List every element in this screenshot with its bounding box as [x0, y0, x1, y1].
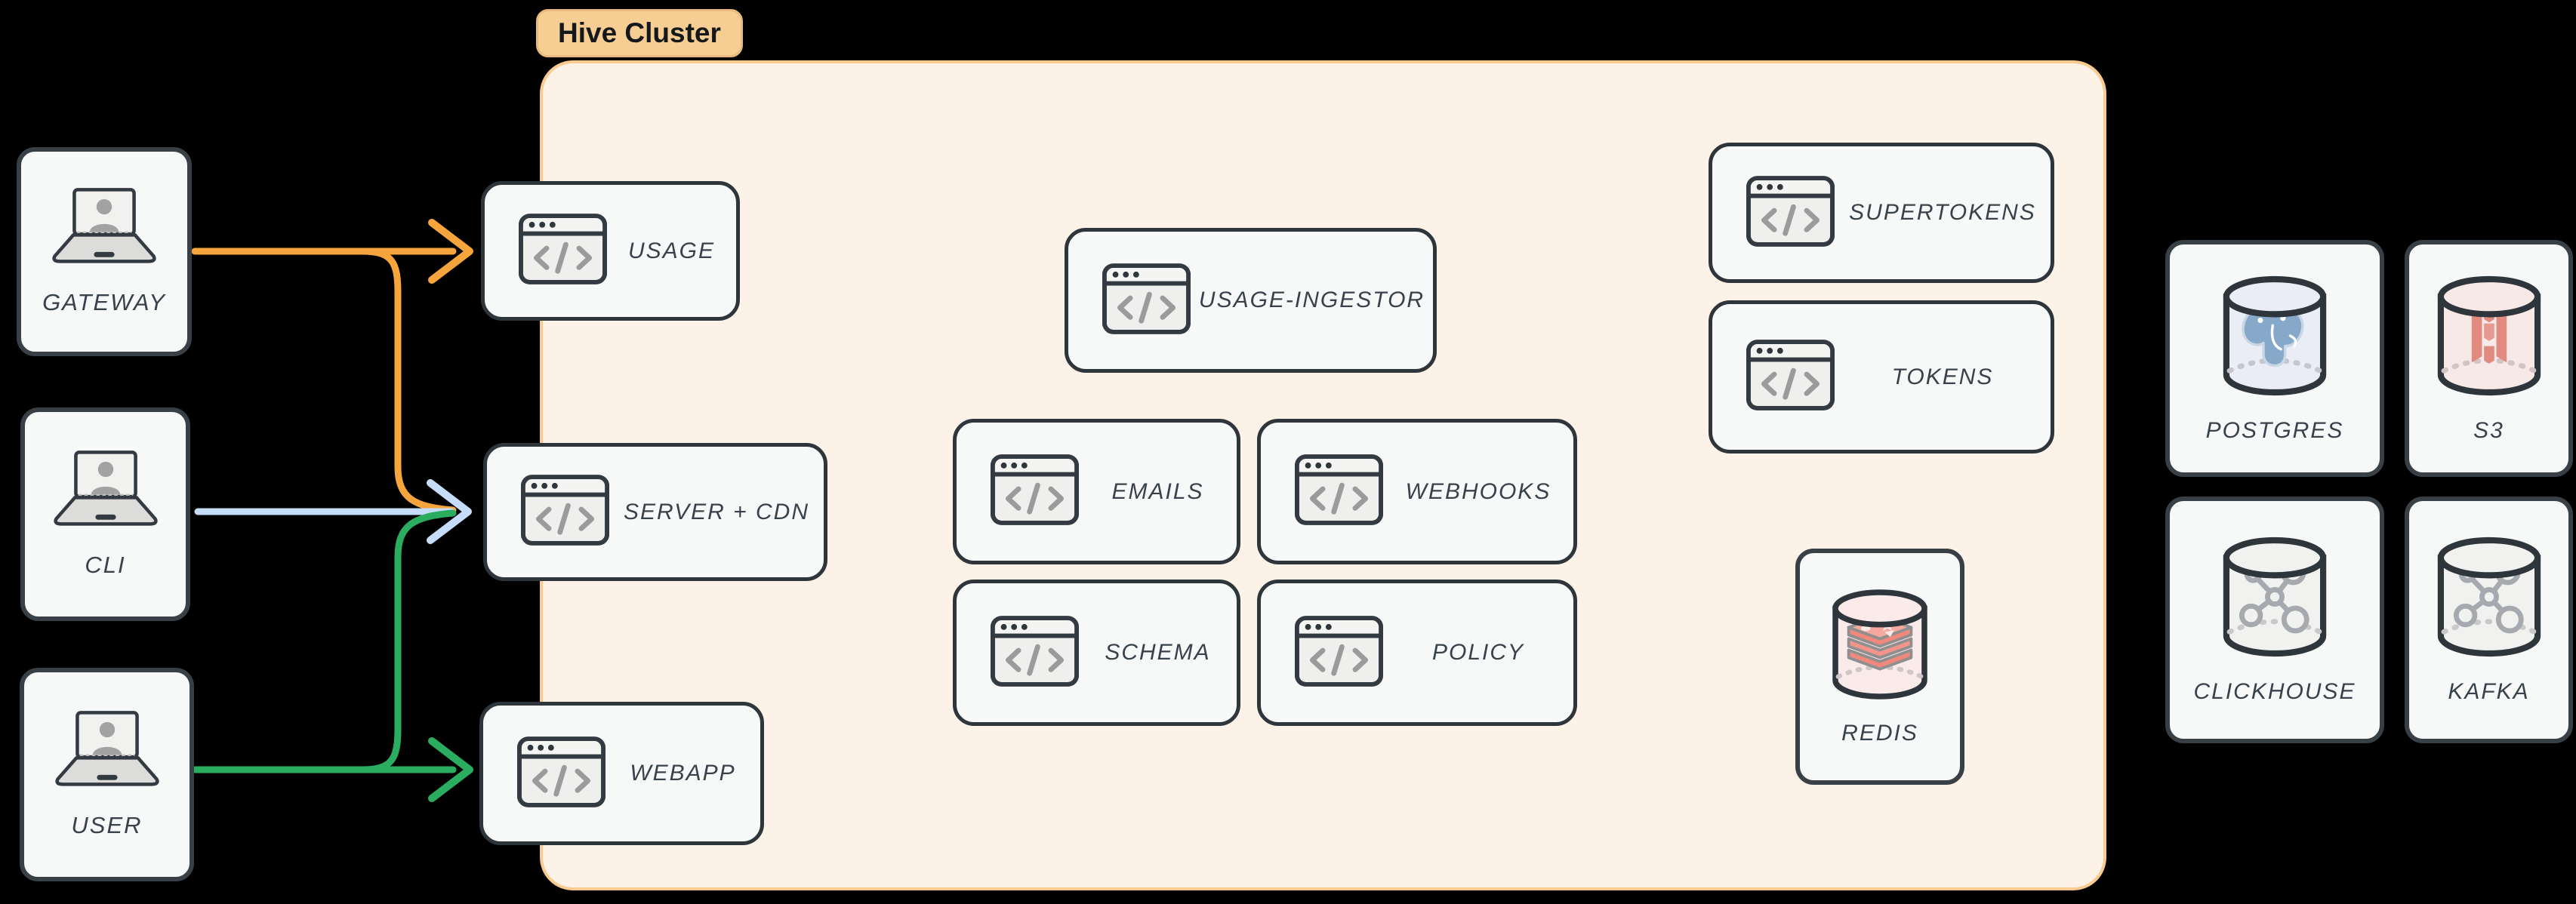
molecule-cylinder-icon	[2218, 535, 2331, 663]
node-label: USAGE	[627, 238, 716, 263]
arrowhead-usage	[428, 219, 473, 284]
node-label: SCHEMA	[1105, 640, 1211, 665]
node-schema: SCHEMA	[953, 580, 1240, 726]
node-postgres: POSTGRES	[2165, 240, 2384, 477]
node-label: KAFKA	[2448, 679, 2530, 704]
node-label: USAGE-INGESTOR	[1198, 287, 1425, 312]
laptop-user-icon	[51, 710, 164, 792]
node-label: EMAILS	[1111, 478, 1204, 504]
code-window-icon	[991, 454, 1079, 529]
arrowhead-servercdn	[427, 479, 472, 544]
node-label: WEBHOOKS	[1405, 478, 1551, 504]
node-webhooks: WEBHOOKS	[1257, 419, 1577, 564]
node-label: POSTGRES	[2205, 417, 2344, 443]
node-label: WEBAPP	[630, 761, 736, 786]
node-cli: CLI	[20, 407, 190, 621]
code-window-icon	[1746, 175, 1835, 251]
node-server-cdn: SERVER + CDN	[483, 443, 827, 581]
node-gateway: GATEWAY	[17, 147, 192, 356]
arrowhead-webapp	[428, 737, 473, 802]
code-window-icon	[517, 736, 605, 811]
node-tokens: TOKENS	[1709, 300, 2054, 454]
code-window-icon	[519, 214, 607, 288]
node-s3: S3	[2405, 240, 2573, 477]
node-label: USER	[71, 812, 143, 838]
node-usage-ingestor: USAGE-INGESTOR	[1065, 228, 1437, 373]
postgres-cylinder-icon	[2218, 274, 2331, 401]
s3-cylinder-icon	[2433, 274, 2546, 401]
node-kafka: KAFKA	[2405, 497, 2573, 743]
node-emails: EMAILS	[953, 419, 1240, 564]
code-window-icon	[1295, 454, 1383, 529]
arrow-user-servercdn	[359, 509, 457, 773]
code-window-icon	[1295, 615, 1383, 690]
node-usage: USAGE	[481, 181, 740, 321]
code-window-icon	[521, 475, 609, 549]
redis-cylinder-icon	[1828, 587, 1932, 706]
arrow-gateway-servercdn	[359, 248, 457, 514]
laptop-user-icon	[48, 187, 161, 269]
node-label: SERVER + CDN	[623, 499, 809, 524]
node-label: GATEWAY	[42, 289, 166, 315]
node-user: USER	[20, 668, 194, 881]
node-label: CLICKHOUSE	[2193, 679, 2356, 704]
node-label: TOKENS	[1891, 364, 1994, 389]
node-policy: POLICY	[1257, 580, 1577, 726]
node-label: CLI	[85, 552, 126, 578]
node-label: POLICY	[1431, 640, 1525, 665]
code-window-icon	[1102, 263, 1191, 338]
code-window-icon	[991, 615, 1079, 690]
node-supertokens: SUPERTOKENS	[1709, 143, 2054, 283]
laptop-user-icon	[49, 450, 162, 532]
molecule-cylinder-icon	[2433, 535, 2546, 663]
node-label: S3	[2473, 417, 2504, 443]
hive-cluster-badge: Hive Cluster	[536, 9, 743, 57]
code-window-icon	[1746, 340, 1835, 414]
node-redis: REDIS	[1795, 549, 1964, 785]
node-webapp: WEBAPP	[479, 702, 764, 845]
node-label: REDIS	[1841, 721, 1918, 746]
node-clickhouse: CLICKHOUSE	[2165, 497, 2384, 743]
node-label: SUPERTOKENS	[1849, 200, 2036, 225]
